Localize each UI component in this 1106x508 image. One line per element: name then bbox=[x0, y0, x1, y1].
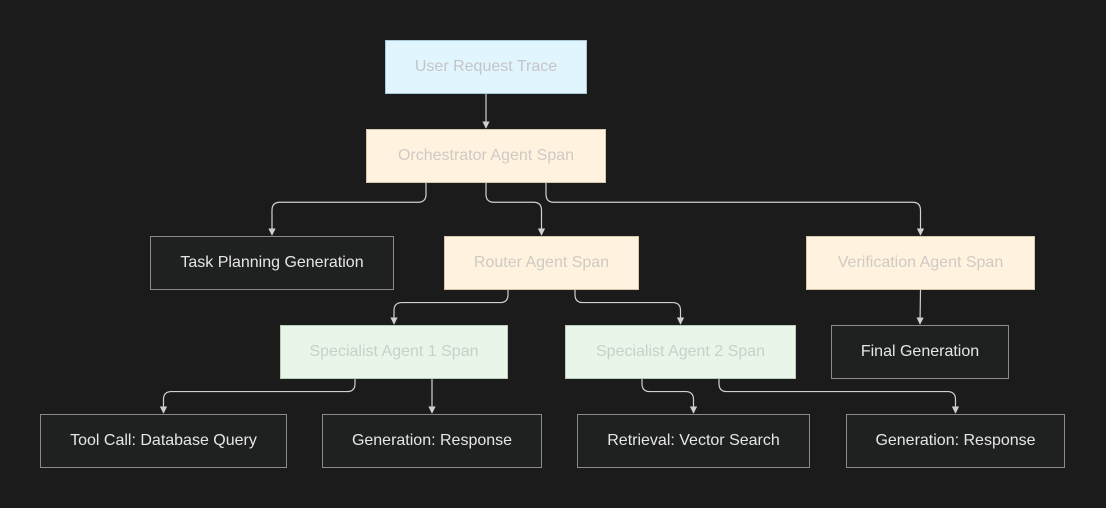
edge-router-to-specialist2 bbox=[574, 290, 685, 325]
node-task-planning-generation: Task Planning Generation bbox=[150, 236, 394, 290]
edge-orchestrator-to-router bbox=[485, 183, 546, 236]
node-tool-call-database-query: Tool Call: Database Query bbox=[40, 414, 287, 468]
node-orchestrator-agent-span: Orchestrator Agent Span bbox=[366, 129, 606, 183]
node-specialist-agent-2-span: Specialist Agent 2 Span bbox=[565, 325, 796, 379]
node-user-request-trace: User Request Trace bbox=[385, 40, 587, 94]
node-retrieval-vector-search: Retrieval: Vector Search bbox=[577, 414, 810, 468]
edge-orchestrator-to-task-planning bbox=[268, 183, 427, 236]
node-specialist-agent-1-span: Specialist Agent 1 Span bbox=[280, 325, 508, 379]
edge-router-to-specialist1 bbox=[390, 290, 509, 325]
node-router-agent-span: Router Agent Span bbox=[444, 236, 639, 290]
edge-orchestrator-to-verification bbox=[545, 183, 925, 236]
node-generation-response-1: Generation: Response bbox=[322, 414, 542, 468]
edge-specialist2-to-retrieval bbox=[641, 379, 698, 414]
edge-specialist1-to-tool-call bbox=[159, 379, 356, 414]
edge-specialist2-to-generation-response-2 bbox=[718, 379, 960, 414]
node-final-generation: Final Generation bbox=[831, 325, 1009, 379]
node-generation-response-2: Generation: Response bbox=[846, 414, 1065, 468]
edge-verification-to-final-generation bbox=[916, 289, 924, 325]
node-verification-agent-span: Verification Agent Span bbox=[806, 236, 1035, 290]
